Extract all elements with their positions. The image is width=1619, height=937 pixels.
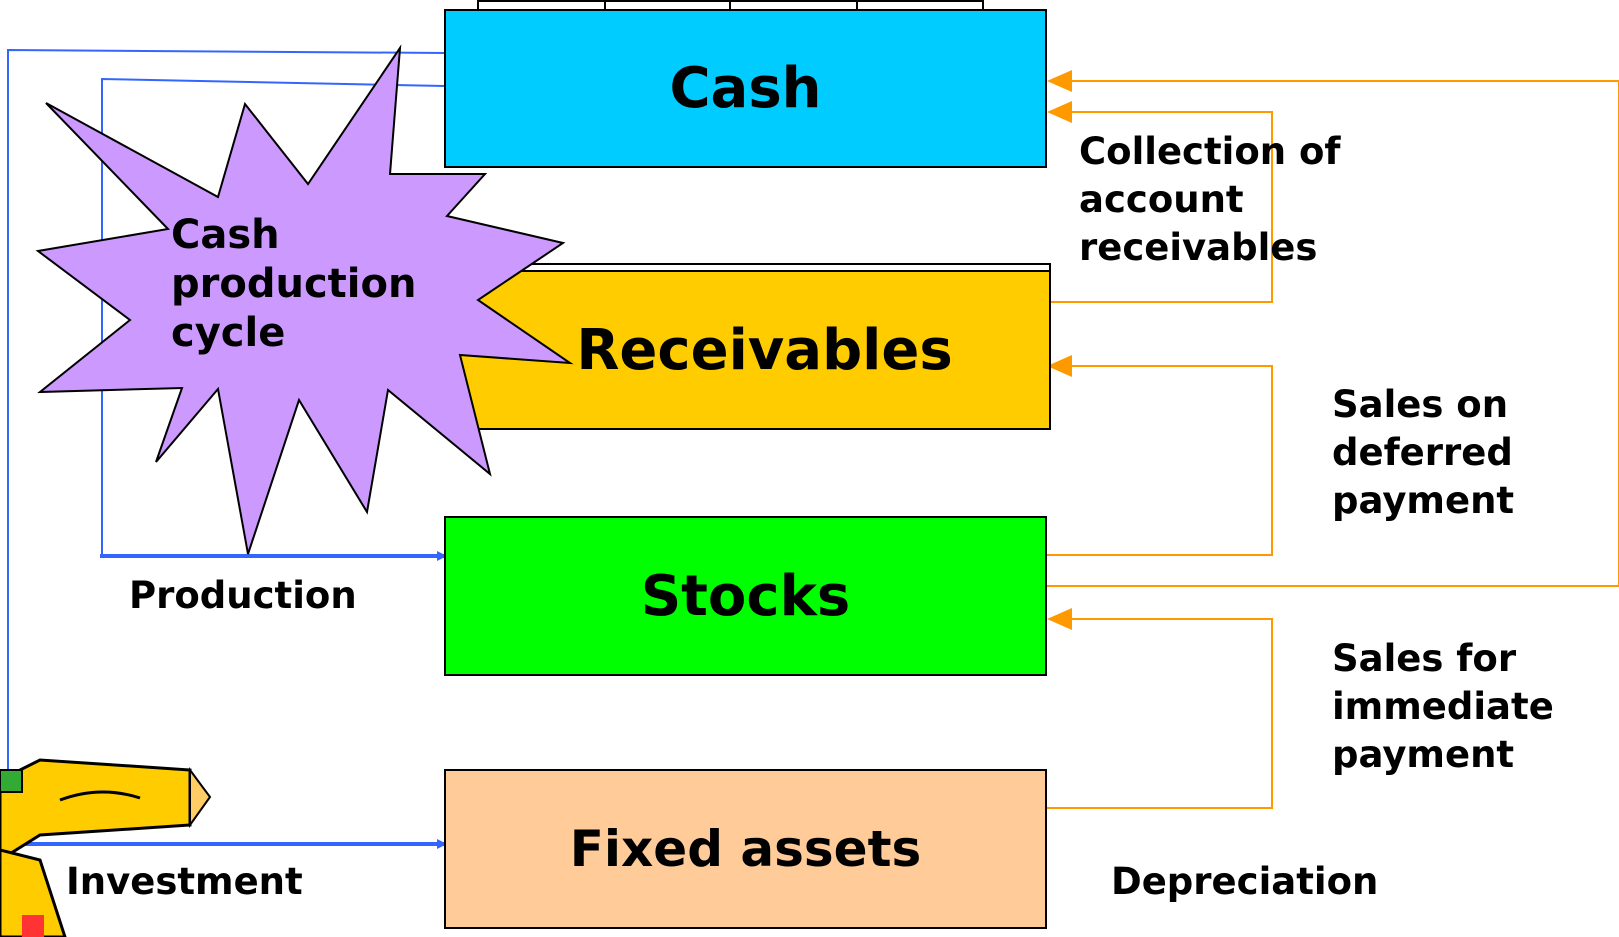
flow-fixed-to-stocks [1047, 618, 1273, 809]
receivables-box: Receivables [448, 270, 1051, 430]
star-label: Cash production cycle [171, 211, 416, 358]
production-flow-line [101, 77, 446, 556]
collection-line-2: account [1079, 178, 1244, 221]
arrowhead-deferred [1047, 355, 1072, 377]
sales-immediate-line-3: payment [1332, 733, 1515, 776]
cash-box-label: Cash [669, 56, 822, 121]
orange-flows [1047, 70, 1619, 809]
cash-top-ticks [477, 0, 984, 9]
sales-immediate-line-2: immediate [1332, 685, 1554, 728]
flow-stocks-to-cash [1047, 80, 1619, 587]
investment-flow-line [7, 48, 446, 844]
collection-line-1: Collection of [1079, 130, 1341, 173]
star-shape [35, 44, 574, 555]
star-label-line-1: Cash [171, 212, 280, 258]
stocks-box-label: Stocks [640, 563, 851, 629]
receivables-box-label: Receivables [576, 317, 953, 383]
star-label-line-3: cycle [171, 310, 286, 356]
sales-immediate-label: Sales for immediate payment [1332, 635, 1554, 779]
sales-deferred-line-3: payment [1332, 479, 1515, 522]
fixed-assets-box-label: Fixed assets [569, 820, 922, 878]
sales-immediate-line-1: Sales for [1332, 637, 1517, 680]
arrowhead-collection [1047, 101, 1072, 123]
star-label-line-2: production [171, 261, 417, 307]
sales-deferred-line-1: Sales on [1332, 383, 1509, 426]
production-label: Production [129, 574, 357, 617]
flow-receivables-to-cash [1047, 111, 1273, 303]
sales-deferred-line-2: deferred [1332, 431, 1513, 474]
pencil-icon [0, 758, 212, 937]
stocks-box: Stocks [444, 516, 1047, 676]
collection-line-3: receivables [1079, 226, 1318, 269]
cash-box: Cash [444, 9, 1047, 168]
sales-deferred-label: Sales on deferred payment [1332, 381, 1514, 525]
arrowhead-depreciation [1047, 608, 1072, 630]
arrowhead-immediate [1047, 70, 1072, 92]
fixed-assets-box: Fixed assets [444, 769, 1047, 929]
cash-production-cycle-star [35, 44, 574, 555]
collection-label: Collection of account receivables [1079, 128, 1341, 272]
flow-stocks-to-receivables [1047, 365, 1273, 556]
depreciation-label: Depreciation [1111, 860, 1379, 903]
investment-label: Investment [66, 860, 303, 903]
